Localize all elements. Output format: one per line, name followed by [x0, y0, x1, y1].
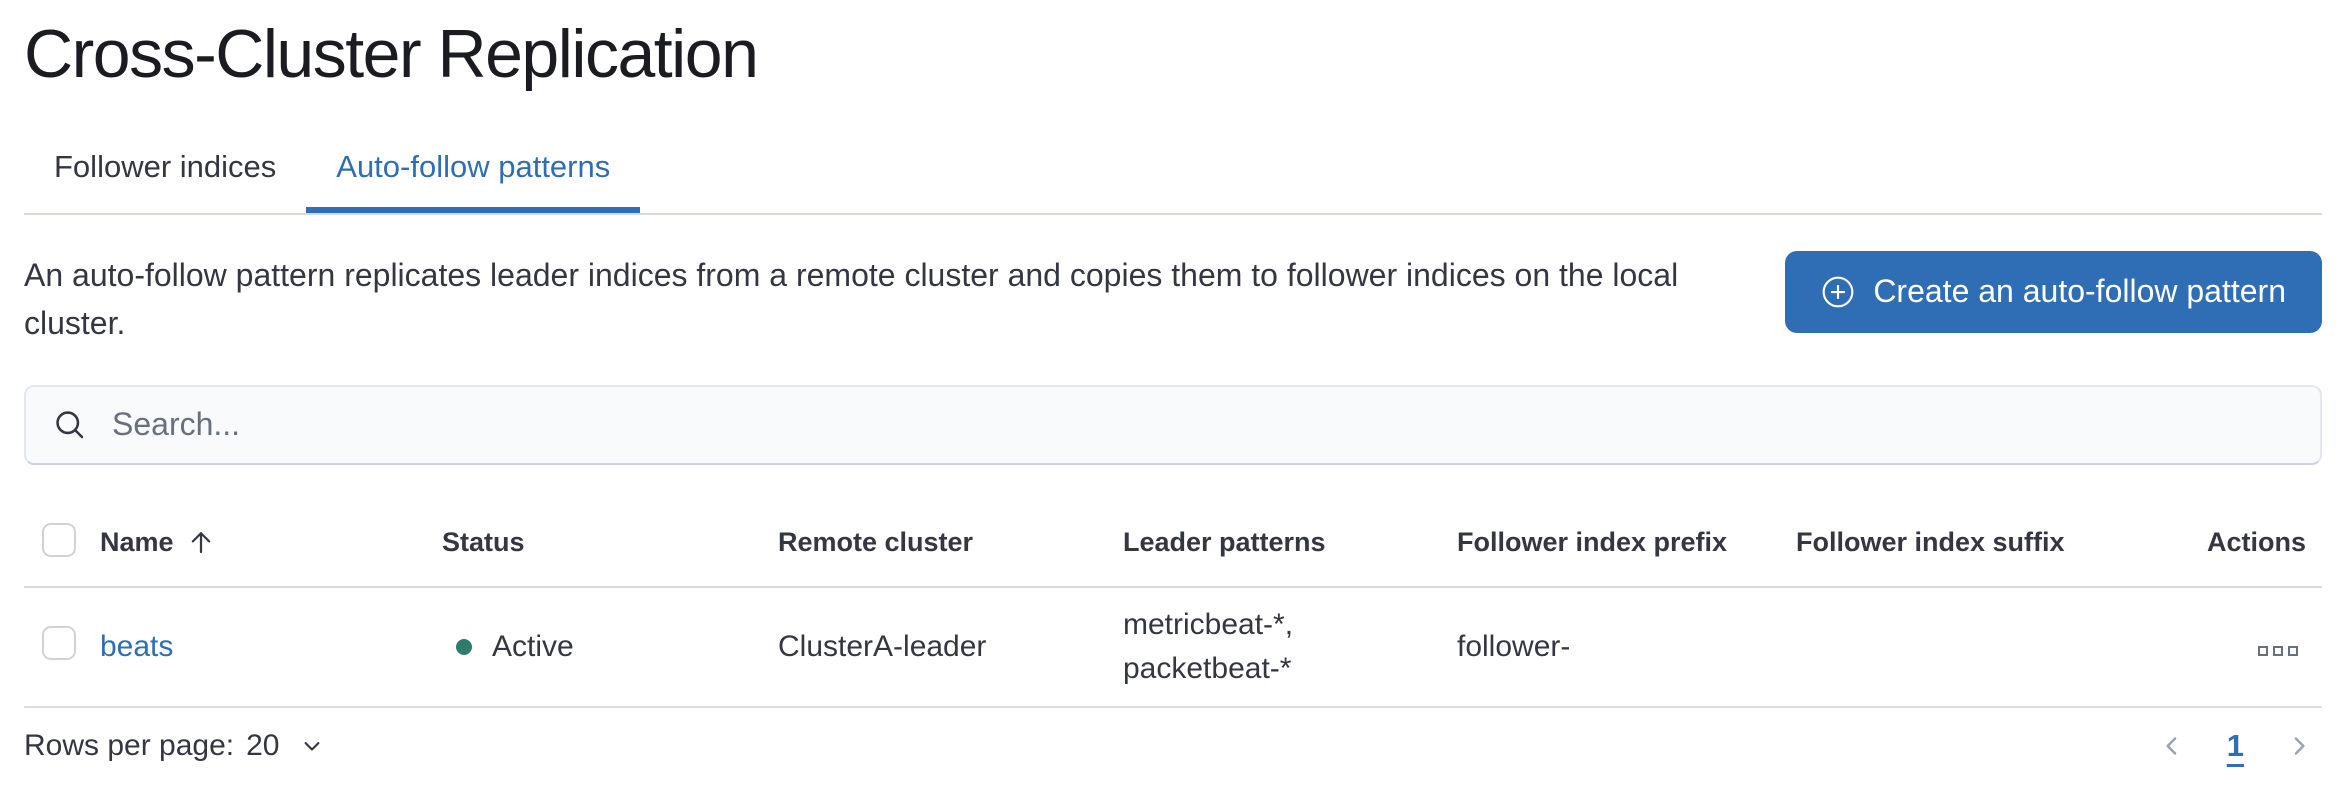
table-row: beats Active ClusterA-leader metricbeat-… — [24, 588, 2322, 708]
pagination-prev-button[interactable] — [2157, 731, 2187, 761]
tabs: Follower indices Auto-follow patterns — [24, 120, 2322, 215]
tab-auto-follow-patterns[interactable]: Auto-follow patterns — [306, 120, 640, 213]
chevron-right-icon — [2284, 731, 2314, 761]
leader-patterns-cell: metricbeat-*, packetbeat-* — [1123, 603, 1457, 691]
select-row-checkbox[interactable] — [42, 625, 76, 660]
follower-index-prefix-cell: follower- — [1457, 629, 1571, 663]
chevron-down-icon — [298, 732, 326, 760]
table-header-row: Name Status Remote cluster Leader patter… — [24, 505, 2322, 588]
status-active-dot-icon — [456, 638, 472, 655]
column-header-status[interactable]: Status — [442, 526, 525, 557]
pattern-name-cell: beats — [100, 630, 442, 664]
column-header-name[interactable]: Name — [100, 527, 442, 558]
pagination-next-button[interactable] — [2284, 731, 2314, 761]
rows-per-page-label: Rows per page: — [24, 728, 235, 762]
column-header-follower-index-suffix[interactable]: Follower index suffix — [1796, 526, 2065, 557]
search-input[interactable] — [110, 405, 2294, 445]
sort-ascending-icon — [186, 527, 216, 557]
page-title: Cross-Cluster Replication — [24, 16, 759, 92]
create-auto-follow-pattern-button[interactable]: Create an auto-follow pattern — [1785, 250, 2322, 333]
chevron-left-icon — [2157, 731, 2187, 761]
column-header-follower-index-prefix[interactable]: Follower index prefix — [1457, 526, 1728, 557]
search-bar — [24, 384, 2322, 465]
leader-pattern: metricbeat-*, — [1123, 607, 1294, 641]
pagination-page-1[interactable]: 1 — [2226, 727, 2244, 763]
actions-menu-button[interactable] — [2250, 638, 2306, 664]
rows-per-page-button[interactable]: Rows per page: 20 — [24, 729, 326, 763]
boxes-horizontal-icon — [2258, 645, 2268, 656]
status-cell: Active — [442, 630, 778, 664]
create-button-label: Create an auto-follow pattern — [1873, 273, 2286, 310]
select-all-checkbox[interactable] — [42, 522, 76, 557]
status-label: Active — [492, 629, 574, 663]
leader-pattern: packetbeat-* — [1123, 651, 1292, 685]
tab-follower-indices[interactable]: Follower indices — [24, 120, 306, 213]
auto-follow-patterns-table: Name Status Remote cluster Leader patter… — [24, 505, 2322, 708]
table-footer: Rows per page: 20 1 — [24, 728, 2322, 764]
search-icon — [52, 407, 88, 443]
intro-description: An auto-follow pattern replicates leader… — [24, 256, 1679, 341]
intro-section: An auto-follow pattern replicates leader… — [24, 250, 2322, 347]
remote-cluster-cell: ClusterA-leader — [778, 629, 987, 663]
column-header-actions: Actions — [2206, 526, 2306, 557]
pattern-name-link[interactable]: beats — [100, 629, 174, 663]
column-header-leader-patterns[interactable]: Leader patterns — [1123, 526, 1326, 557]
plus-in-circle-icon — [1821, 275, 1855, 309]
column-header-remote-cluster[interactable]: Remote cluster — [778, 526, 974, 557]
rows-per-page-value: 20 — [246, 728, 280, 762]
pagination: 1 — [2157, 728, 2314, 764]
